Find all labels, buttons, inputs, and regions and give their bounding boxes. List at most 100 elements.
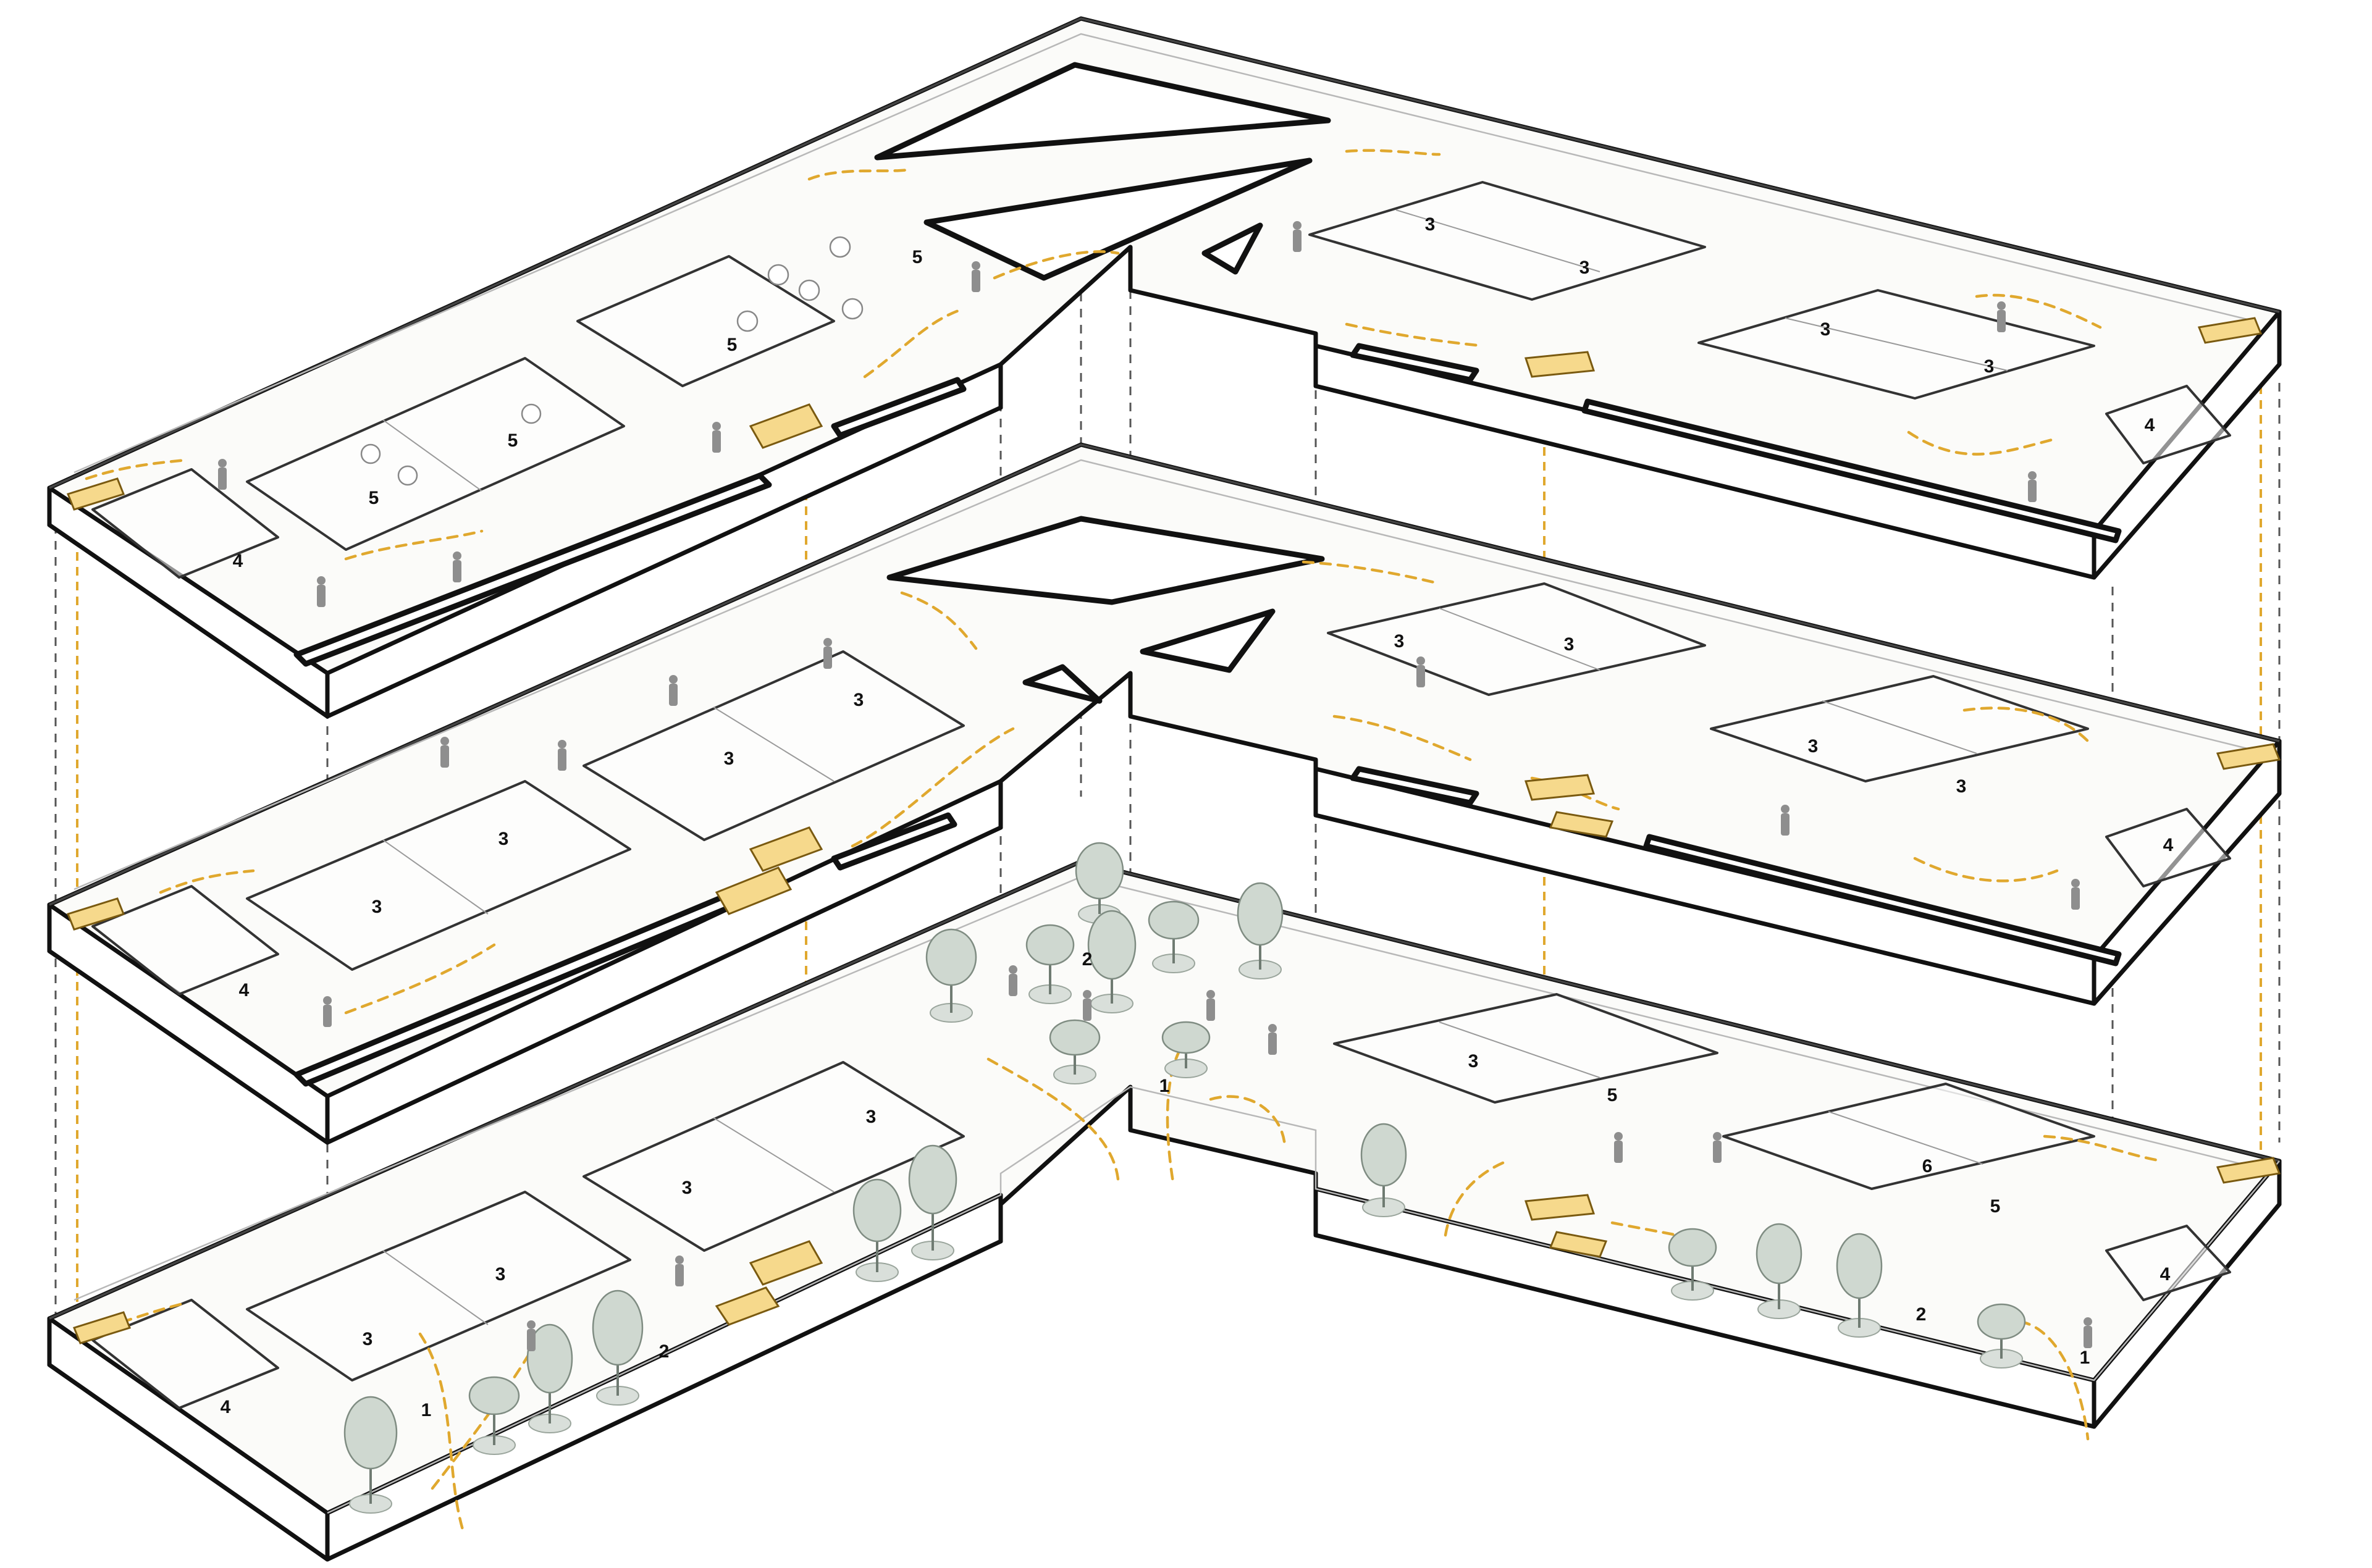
person-icon xyxy=(675,1256,684,1286)
tree-icon xyxy=(1049,1019,1101,1084)
stair-icon xyxy=(1524,1194,1596,1221)
ground-rooms xyxy=(91,993,2231,1409)
middle-people xyxy=(323,638,2080,1027)
zone-number: 2 xyxy=(1082,949,1093,970)
zone-number: 3 xyxy=(1820,319,1831,340)
gallery-void xyxy=(831,812,957,871)
tree-icon xyxy=(343,1396,398,1514)
person-icon xyxy=(527,1320,536,1351)
top-zone-labels: 5 5 5 5 4 3 3 3 3 4 xyxy=(233,214,2155,571)
atrium-void xyxy=(874,62,1331,161)
ground-stairs xyxy=(73,1157,2281,1344)
person-icon xyxy=(317,576,326,607)
middle-floor: 3 3 3 3 4 3 3 3 3 4 xyxy=(47,442,2282,1145)
person-icon xyxy=(558,740,566,771)
zone-number: 5 xyxy=(1990,1196,2001,1217)
zone-number: 4 xyxy=(2163,835,2174,855)
tree-icon xyxy=(852,1178,902,1282)
zone-number: 2 xyxy=(1916,1304,1927,1325)
person-icon xyxy=(1713,1132,1722,1163)
person-icon xyxy=(1997,301,2006,332)
gallery-void xyxy=(1581,398,2122,543)
zone-number: 1 xyxy=(2080,1348,2090,1368)
ground-zone-labels: 3 3 3 3 4 1 2 2 1 3 5 6 5 4 2 1 xyxy=(221,949,2171,1420)
zone-number: 3 xyxy=(1956,776,1967,797)
gallery-void xyxy=(1350,766,1479,806)
tree-icon xyxy=(1977,1303,2026,1369)
tree-icon xyxy=(1756,1223,1802,1319)
zone-number: 3 xyxy=(498,829,509,849)
person-icon xyxy=(1614,1132,1623,1163)
tree-icon xyxy=(1836,1233,1883,1338)
person-icon xyxy=(1293,221,1302,252)
tree-icon xyxy=(592,1289,644,1406)
middle-circulation xyxy=(159,560,2090,1015)
zone-number: 2 xyxy=(659,1341,670,1362)
zone-number: 5 xyxy=(727,335,738,355)
atrium-void xyxy=(923,157,1313,281)
table-icon xyxy=(829,236,851,258)
tree-icon xyxy=(526,1323,573,1433)
table-icon xyxy=(767,264,789,286)
person-icon xyxy=(440,737,449,768)
zone-number: 3 xyxy=(724,748,734,769)
zone-number: 5 xyxy=(508,430,518,451)
top-circulation xyxy=(85,149,2102,561)
zone-number: 5 xyxy=(912,247,923,267)
zone-number: 3 xyxy=(372,897,382,917)
gallery-void xyxy=(1350,343,1479,383)
person-icon xyxy=(823,638,832,669)
tree-icon xyxy=(1025,924,1075,1004)
person-icon xyxy=(669,675,678,706)
tree-icon xyxy=(908,1144,957,1260)
atrium-void xyxy=(886,516,1325,605)
zone-number: 6 xyxy=(1922,1156,1933,1176)
top-people xyxy=(218,221,2037,607)
stair-icon xyxy=(749,1240,823,1286)
zone-number: 5 xyxy=(369,488,379,508)
zone-number: 3 xyxy=(1808,736,1819,757)
table-icon xyxy=(736,310,759,332)
zone-number: 3 xyxy=(363,1329,373,1349)
person-icon xyxy=(1781,805,1790,836)
table-icon xyxy=(798,279,820,301)
person-icon xyxy=(1268,1024,1277,1055)
zone-number: 4 xyxy=(2160,1264,2171,1285)
tree-icon xyxy=(1087,910,1137,1013)
person-icon xyxy=(1206,990,1215,1021)
atrium-void xyxy=(1140,608,1276,673)
stair-icon xyxy=(749,403,823,449)
zone-number: 3 xyxy=(1564,634,1575,655)
person-icon xyxy=(453,551,461,582)
person-icon xyxy=(2028,471,2037,502)
stair-icon xyxy=(1524,774,1596,801)
top-floor: 5 5 5 5 4 3 3 3 3 4 xyxy=(47,16,2282,719)
zone-number: 3 xyxy=(1394,631,1405,652)
tree-icon xyxy=(1148,900,1200,973)
person-icon xyxy=(1083,990,1091,1021)
table-icon xyxy=(841,298,864,320)
zone-number: 3 xyxy=(1984,356,1995,377)
zone-number: 3 xyxy=(495,1264,506,1285)
atrium-void xyxy=(1022,664,1103,704)
person-icon xyxy=(323,996,332,1027)
gallery-void xyxy=(1643,834,2122,966)
tree-icon xyxy=(1237,882,1284,979)
zone-number: 3 xyxy=(854,690,864,710)
zone-number: 1 xyxy=(1159,1076,1170,1096)
zone-number: 3 xyxy=(1425,214,1436,235)
zone-number: 1 xyxy=(421,1400,432,1420)
gallery-void xyxy=(293,472,772,667)
zone-number: 4 xyxy=(2145,415,2155,435)
table-icon xyxy=(521,403,542,424)
tree-icon xyxy=(468,1376,520,1455)
tree-icon xyxy=(1161,1021,1211,1078)
person-icon xyxy=(712,422,721,453)
ground-trees xyxy=(343,842,2026,1514)
zone-number: 3 xyxy=(866,1107,877,1127)
stair-icon xyxy=(1524,351,1596,378)
zone-number: 4 xyxy=(233,551,243,571)
atrium-void xyxy=(1201,222,1263,275)
person-icon xyxy=(2084,1317,2092,1348)
stair-icon xyxy=(749,826,823,872)
